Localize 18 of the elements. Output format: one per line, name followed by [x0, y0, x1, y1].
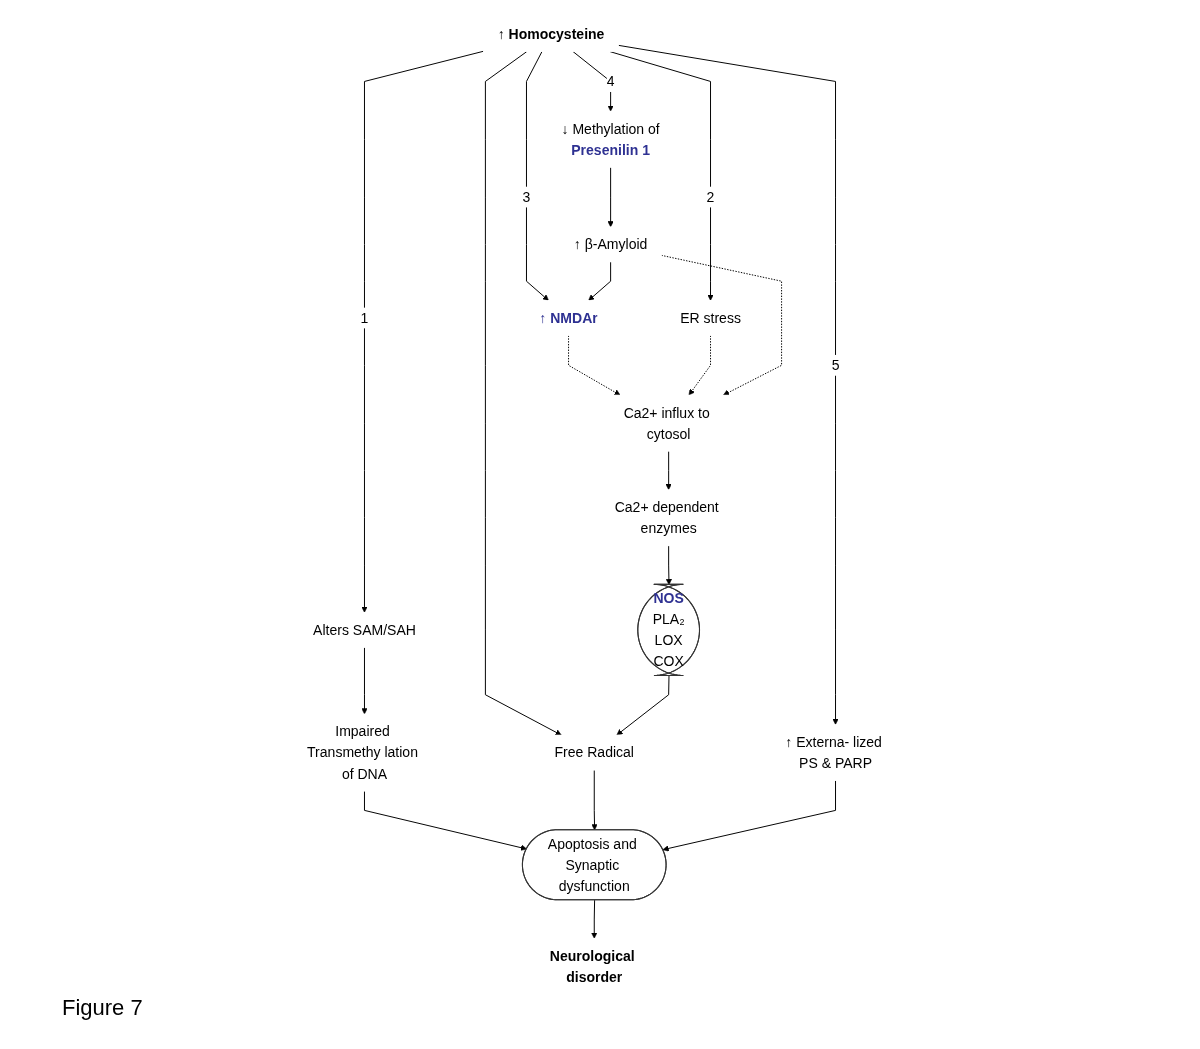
node-text: ↑ Externa- lized PS & PARP — [785, 733, 882, 771]
edge-label: 1 — [360, 309, 369, 326]
node-text: ↑ β-Amyloid — [573, 236, 648, 252]
node-text: Impaired Transmethy lation of DNA — [307, 723, 418, 781]
node-text: ER stress — [680, 309, 741, 326]
figure-caption: Figure 7 — [62, 995, 143, 1021]
node-text: ↑ Homocysteine — [497, 25, 605, 42]
node-text: ↓ Methylation of Presenilin 1 — [561, 120, 660, 157]
node-text: Neurological disorder — [549, 947, 635, 985]
edge-label: 2 — [706, 188, 715, 205]
node-text: Alters SAM/SAH — [313, 621, 416, 638]
node-text: Ca2+ influx to cytosol — [623, 404, 710, 441]
edge-label: 5 — [831, 357, 840, 373]
node-text: Ca2+ dependent enzymes — [614, 499, 719, 536]
edge-label: 4 — [606, 73, 615, 89]
node-text: ↑ NMDAr — [539, 309, 598, 326]
edge-label: 3 — [522, 188, 531, 205]
node-text: Free Radical — [554, 744, 634, 760]
